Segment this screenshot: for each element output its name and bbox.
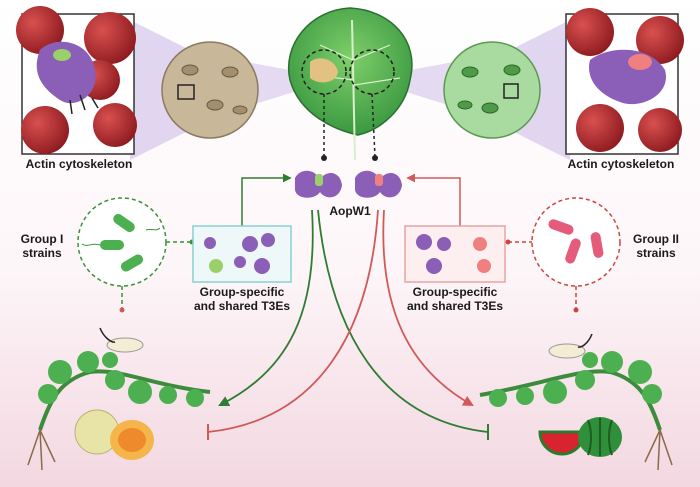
t3e-label-right-line2: and shared T3Es [406,298,504,313]
left-cell-view [161,41,259,139]
actin-label-right: Actin cytoskeleton [567,157,675,171]
right-actin-inset [565,8,684,155]
arrow-group1-to-aopw1 [241,173,292,228]
melon-plant [27,351,211,471]
t3e-label-left-line1: Group-specific [199,285,285,299]
group1-label: Group I strains [12,232,72,261]
inhibit-melon [207,209,379,433]
t3e-label-left-line2: and shared T3Es [193,298,291,313]
group1-label-line2: strains [22,245,62,260]
petri-dish-right [548,333,593,359]
petri-dish-left [99,327,144,353]
arrow-group2-to-aopw1 [406,173,461,228]
green-effector [53,49,71,61]
group2-t3e-box [404,225,506,283]
group2-bacteria-circle [531,197,621,287]
group1-t3e-box [192,225,292,283]
group1-label-line1: Group I [20,232,64,246]
actin-label-left: Actin cytoskeleton [25,157,133,171]
t3e-label-right-line1: Group-specific [412,285,498,299]
purple-effector-left [36,41,96,104]
left-actin-inset [16,6,137,155]
t3e-label-left: Group-specific and shared T3Es [182,285,302,314]
zoom-beam-left [130,20,190,160]
arrow-to-melon [218,209,314,406]
inhibit-watermelon [317,209,489,433]
aopw1-label: AopW1 [329,204,371,218]
infected-spot [310,58,338,83]
watermelon-plant [479,351,673,471]
t3e-label-right: Group-specific and shared T3Es [394,285,516,314]
aopw1-proteins [295,170,402,198]
group2-label: Group II strains [625,232,687,261]
group1-bacteria-circle [77,197,167,287]
right-cell-view [443,41,541,139]
arrow-to-watermelon [382,209,474,407]
red-effector [628,54,652,70]
group2-label-line2: strains [636,245,676,260]
leaf [287,7,413,161]
group2-label-line1: Group II [633,232,679,246]
